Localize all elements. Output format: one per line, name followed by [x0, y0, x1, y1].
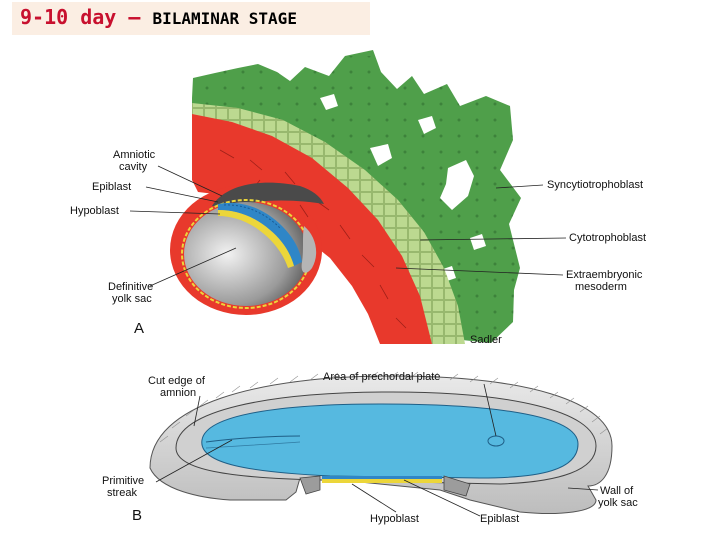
label-cut-edge-line1: Cut edge of — [148, 375, 206, 387]
panel-a-illustration: Sadler — [170, 50, 522, 346]
label-epiblast-b: Epiblast — [480, 513, 519, 525]
panel-b-illustration — [150, 372, 612, 514]
label-amniotic-cavity-line2: cavity — [119, 161, 148, 173]
label-definitive-yolk-sac-line2: yolk sac — [112, 293, 152, 305]
label-extraembryonic-mesoderm-line1: Extraembryonic — [566, 269, 643, 281]
label-wall-of-yolk-sac-line1: Wall of — [600, 485, 634, 497]
label-hypoblast-b: Hypoblast — [370, 513, 419, 525]
panel-b-letter: B — [132, 507, 142, 524]
label-syncytiotrophoblast: Syncytiotrophoblast — [547, 179, 643, 191]
embryonic-disc-surface — [202, 404, 578, 478]
label-cut-edge-line2: amnion — [160, 387, 196, 399]
epiblast-strip — [322, 476, 442, 479]
label-hypoblast-a: Hypoblast — [70, 205, 119, 217]
label-extraembryonic-mesoderm-line2: mesoderm — [575, 281, 627, 293]
panel-a-letter: A — [134, 320, 144, 337]
leader-hypoblast-b — [352, 484, 396, 512]
label-wall-of-yolk-sac-line2: yolk sac — [598, 497, 638, 509]
label-definitive-yolk-sac-line1: Definitive — [108, 281, 153, 293]
label-primitive-streak-line2: streak — [107, 487, 137, 499]
label-prechordal-plate: Area of prechordal plate — [323, 371, 440, 383]
label-amniotic-cavity-line1: Amniotic — [113, 149, 156, 161]
artist-signature: Sadler — [470, 334, 502, 346]
label-epiblast-a: Epiblast — [92, 181, 131, 193]
label-primitive-streak-line1: Primitive — [102, 475, 144, 487]
label-cytotrophoblast: Cytotrophoblast — [569, 232, 646, 244]
